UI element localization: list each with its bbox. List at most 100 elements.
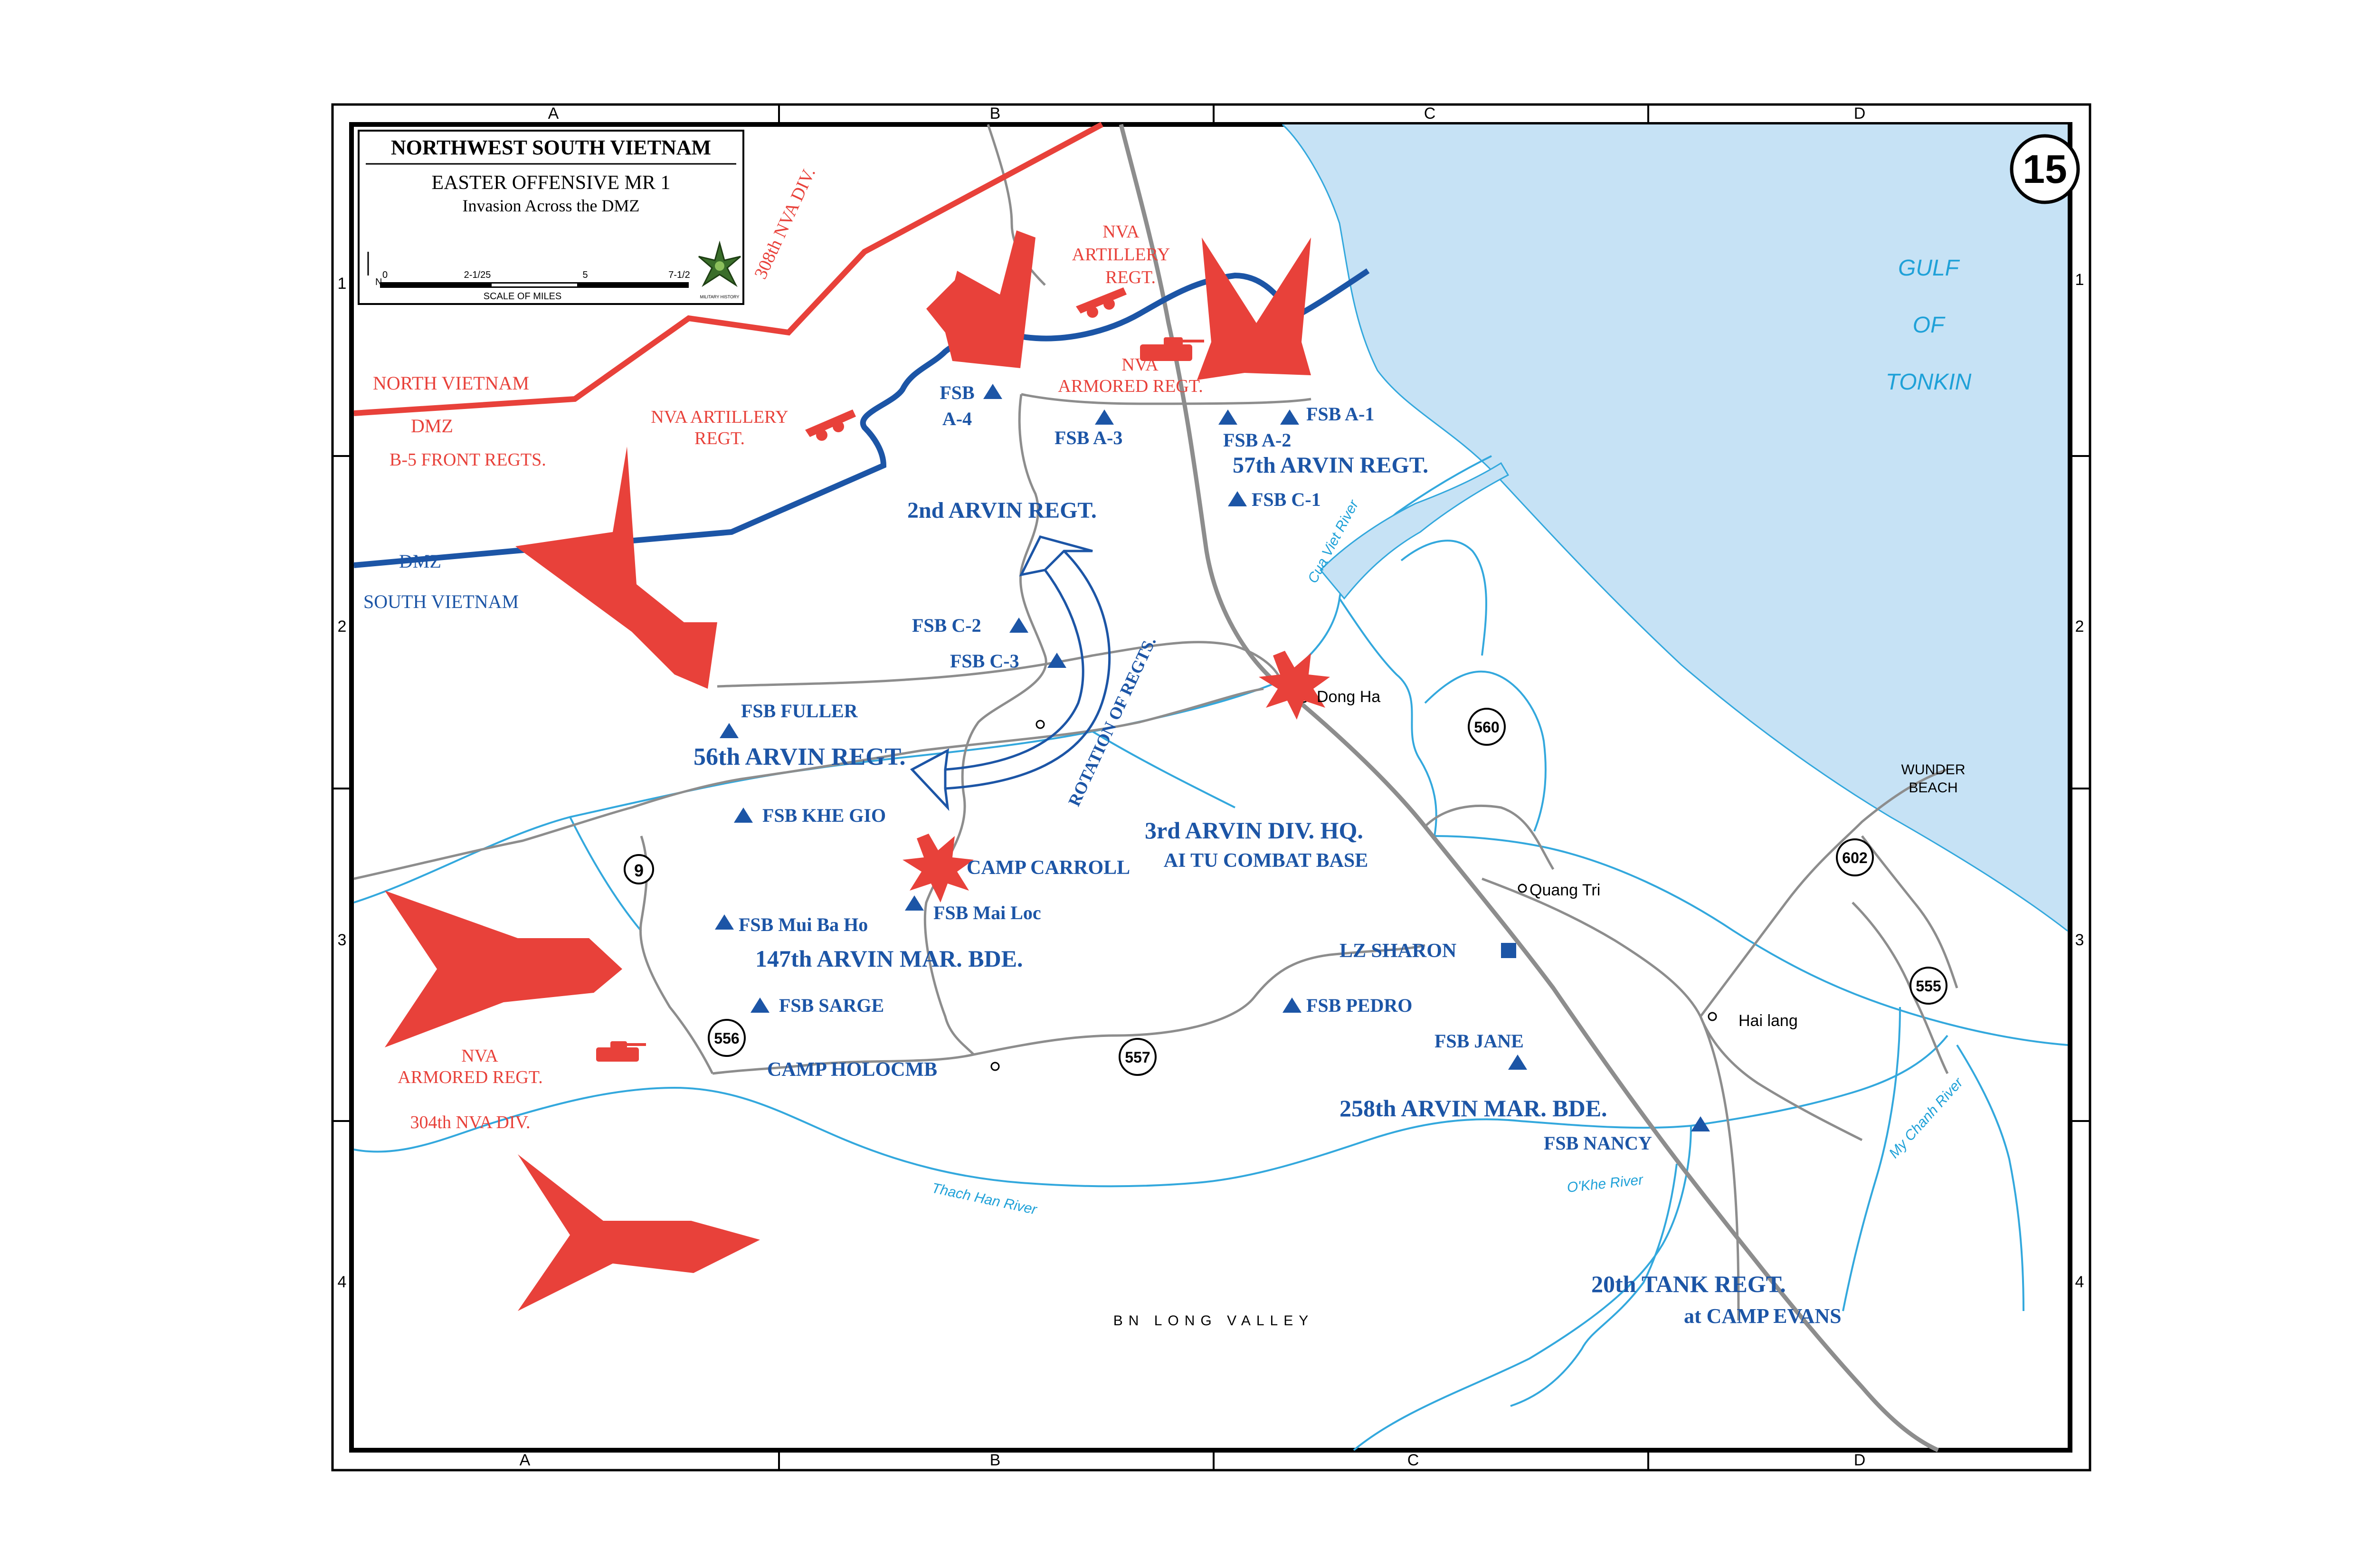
scale-tick-0: 0 bbox=[382, 270, 388, 280]
map-subtitle2: Invasion Across the DMZ bbox=[463, 196, 640, 215]
army-emblem-icon bbox=[698, 240, 741, 287]
fsb-nancy-label: FSB NANCY bbox=[1544, 1132, 1652, 1154]
camp-holocmb-marker bbox=[990, 1062, 1000, 1071]
fsb-a2-marker bbox=[1218, 409, 1237, 425]
wunder-beach-label-1: WUNDER bbox=[1901, 762, 1966, 778]
grid-col-a-bottom: A bbox=[520, 1451, 531, 1469]
fsb-mai-loc-marker bbox=[905, 895, 924, 911]
rivers bbox=[353, 455, 2068, 1451]
route-555-label: 555 bbox=[1916, 978, 1941, 995]
grid-col-c-bottom: C bbox=[1407, 1451, 1419, 1469]
grid-row-4-left: 4 bbox=[338, 1273, 347, 1291]
fsb-a4-label-2: A-4 bbox=[942, 408, 972, 429]
fsb-mui-ba-ho-marker bbox=[715, 914, 734, 930]
grid-row-2-left: 2 bbox=[338, 618, 347, 636]
quang-tri-label: Quang Tri bbox=[1530, 881, 1600, 899]
fsb-c1-marker bbox=[1228, 491, 1247, 506]
scale-tick-2: 5 bbox=[582, 270, 588, 280]
scale-label: SCALE OF MILES bbox=[484, 291, 562, 302]
nva-armored-label-1b: ARMORED REGT. bbox=[1058, 376, 1203, 396]
route-shields: 9 556 557 560 602 555 bbox=[624, 708, 1948, 1076]
route-560-label: 560 bbox=[1474, 719, 1499, 736]
div-hq-label-1: 3rd ARVIN DIV. HQ. bbox=[1145, 817, 1363, 844]
nva-arrow-northwest bbox=[515, 447, 717, 689]
fsb-jane-marker bbox=[1508, 1055, 1527, 1070]
camp-carroll-label: CAMP CARROLL bbox=[967, 857, 1130, 879]
fsb-khe-gio-label: FSB KHE GIO bbox=[762, 805, 886, 826]
tank-regt-label-2: at CAMP EVANS bbox=[1684, 1304, 1842, 1328]
grid-col-d-bottom: D bbox=[1854, 1451, 1866, 1469]
grid-row-3-right: 3 bbox=[2075, 931, 2084, 949]
fsb-a4-marker bbox=[983, 384, 1002, 399]
route-557-label: 557 bbox=[1125, 1049, 1150, 1066]
fsb-a1-marker bbox=[1280, 409, 1299, 425]
nva-tank-icon-2 bbox=[596, 1041, 646, 1062]
grid-row-2-right: 2 bbox=[2075, 618, 2084, 636]
fsb-c3-marker bbox=[1047, 653, 1066, 668]
route-557-shield bbox=[1119, 1038, 1157, 1076]
fsb-sarge-label: FSB SARGE bbox=[779, 995, 884, 1016]
nva-armored-label-2b: ARMORED REGT. bbox=[398, 1067, 542, 1087]
grid-col-b-bottom: B bbox=[990, 1451, 1001, 1469]
route-602-shield bbox=[1836, 838, 1874, 876]
gulf-of-tonkin-water bbox=[1282, 124, 2068, 931]
route-556-shield bbox=[708, 1019, 746, 1057]
dong-ha-label: Dong Ha bbox=[1317, 688, 1380, 706]
tank-regt-label-1: 20th TANK REGT. bbox=[1591, 1271, 1786, 1297]
nva-arrow-north-1 bbox=[926, 230, 1036, 368]
gulf-label-2: OF bbox=[1913, 313, 1946, 338]
nva-arrow-north-2 bbox=[1197, 238, 1311, 380]
nva-attack-arrows bbox=[385, 230, 1311, 1311]
fsb-nancy-marker bbox=[1691, 1116, 1710, 1131]
fsb-a3-marker bbox=[1095, 409, 1114, 425]
scale-tick-1: 2-1/25 bbox=[464, 270, 491, 280]
emblem-caption: MILITARY HISTORY bbox=[700, 295, 740, 299]
nva-artillery-label-2a: NVA ARTILLERY bbox=[651, 407, 788, 427]
map-title: NORTHWEST SOUTH VIETNAM bbox=[391, 136, 711, 159]
hai-lang-label: Hai lang bbox=[1738, 1012, 1798, 1030]
camp-carroll-explosion-icon bbox=[902, 834, 974, 903]
regt-56-label: 56th ARVIN REGT. bbox=[694, 743, 906, 770]
quang-tri-marker bbox=[1518, 884, 1527, 893]
fsb-sarge-marker bbox=[750, 998, 770, 1013]
map-subtitle: EASTER OFFENSIVE MR 1 bbox=[432, 172, 671, 194]
wunder-beach-label-2: BEACH bbox=[1909, 780, 1957, 796]
grid-col-d-top: D bbox=[1854, 105, 1866, 123]
nva-artillery-label-1a: NVA bbox=[1102, 222, 1140, 242]
bde-147-label: 147th ARVIN MAR. BDE. bbox=[755, 945, 1023, 972]
fsb-a2-label: FSB A-2 bbox=[1223, 429, 1291, 451]
div-hq-label-2: AI TU COMBAT BASE bbox=[1164, 850, 1368, 872]
route-9-shield bbox=[624, 854, 654, 884]
nva-b5-front-label: B-5 FRONT REGTS. bbox=[390, 450, 546, 470]
grid-col-c-top: C bbox=[1424, 105, 1436, 123]
grid-row-3-left: 3 bbox=[338, 931, 347, 949]
bn-long-valley-label: BN LONG VALLEY bbox=[1113, 1313, 1314, 1329]
fsb-c2-label: FSB C-2 bbox=[912, 615, 981, 636]
gulf-label-3: TONKIN bbox=[1886, 370, 1972, 395]
fsb-c2-marker bbox=[1009, 618, 1028, 633]
nva-artillery-label-1c: REGT. bbox=[1105, 267, 1156, 287]
camp-carroll-marker bbox=[1036, 720, 1045, 729]
fsb-mai-loc-label: FSB Mai Loc bbox=[933, 902, 1041, 923]
grid-row-4-right: 4 bbox=[2075, 1273, 2084, 1291]
nva-304-div-label: 304th NVA DIV. bbox=[410, 1112, 530, 1132]
north-vietnam-label: NORTH VIETNAM bbox=[373, 372, 529, 394]
route-602-label: 602 bbox=[1842, 849, 1867, 866]
rotation-arrowhead-top bbox=[1019, 535, 1093, 577]
rotation-arrow-inner bbox=[945, 569, 1084, 771]
bde-258-label: 258th ARVIN MAR. BDE. bbox=[1340, 1095, 1607, 1121]
gulf-label-1: GULF bbox=[1898, 256, 1960, 281]
dmz-south-label: DMZ bbox=[399, 551, 441, 572]
fsb-c3-label: FSB C-3 bbox=[950, 650, 1019, 672]
north-vietnam-border bbox=[353, 122, 1103, 416]
lz-sharon-marker bbox=[1501, 943, 1516, 958]
fsb-c1-label: FSB C-1 bbox=[1252, 489, 1321, 510]
fsb-fuller-label: FSB FULLER bbox=[741, 700, 858, 722]
fsb-pedro-label: FSB PEDRO bbox=[1306, 995, 1412, 1016]
nva-armored-label-1a: NVA bbox=[1121, 355, 1159, 375]
nva-artillery-label-1b: ARTILLERY bbox=[1072, 245, 1170, 265]
regt-2-label: 2nd ARVIN REGT. bbox=[907, 498, 1097, 523]
fsb-a4-label-1: FSB bbox=[940, 382, 974, 403]
map-number-badge: 15 bbox=[2010, 134, 2080, 204]
grid-col-b-top: B bbox=[990, 105, 1001, 123]
